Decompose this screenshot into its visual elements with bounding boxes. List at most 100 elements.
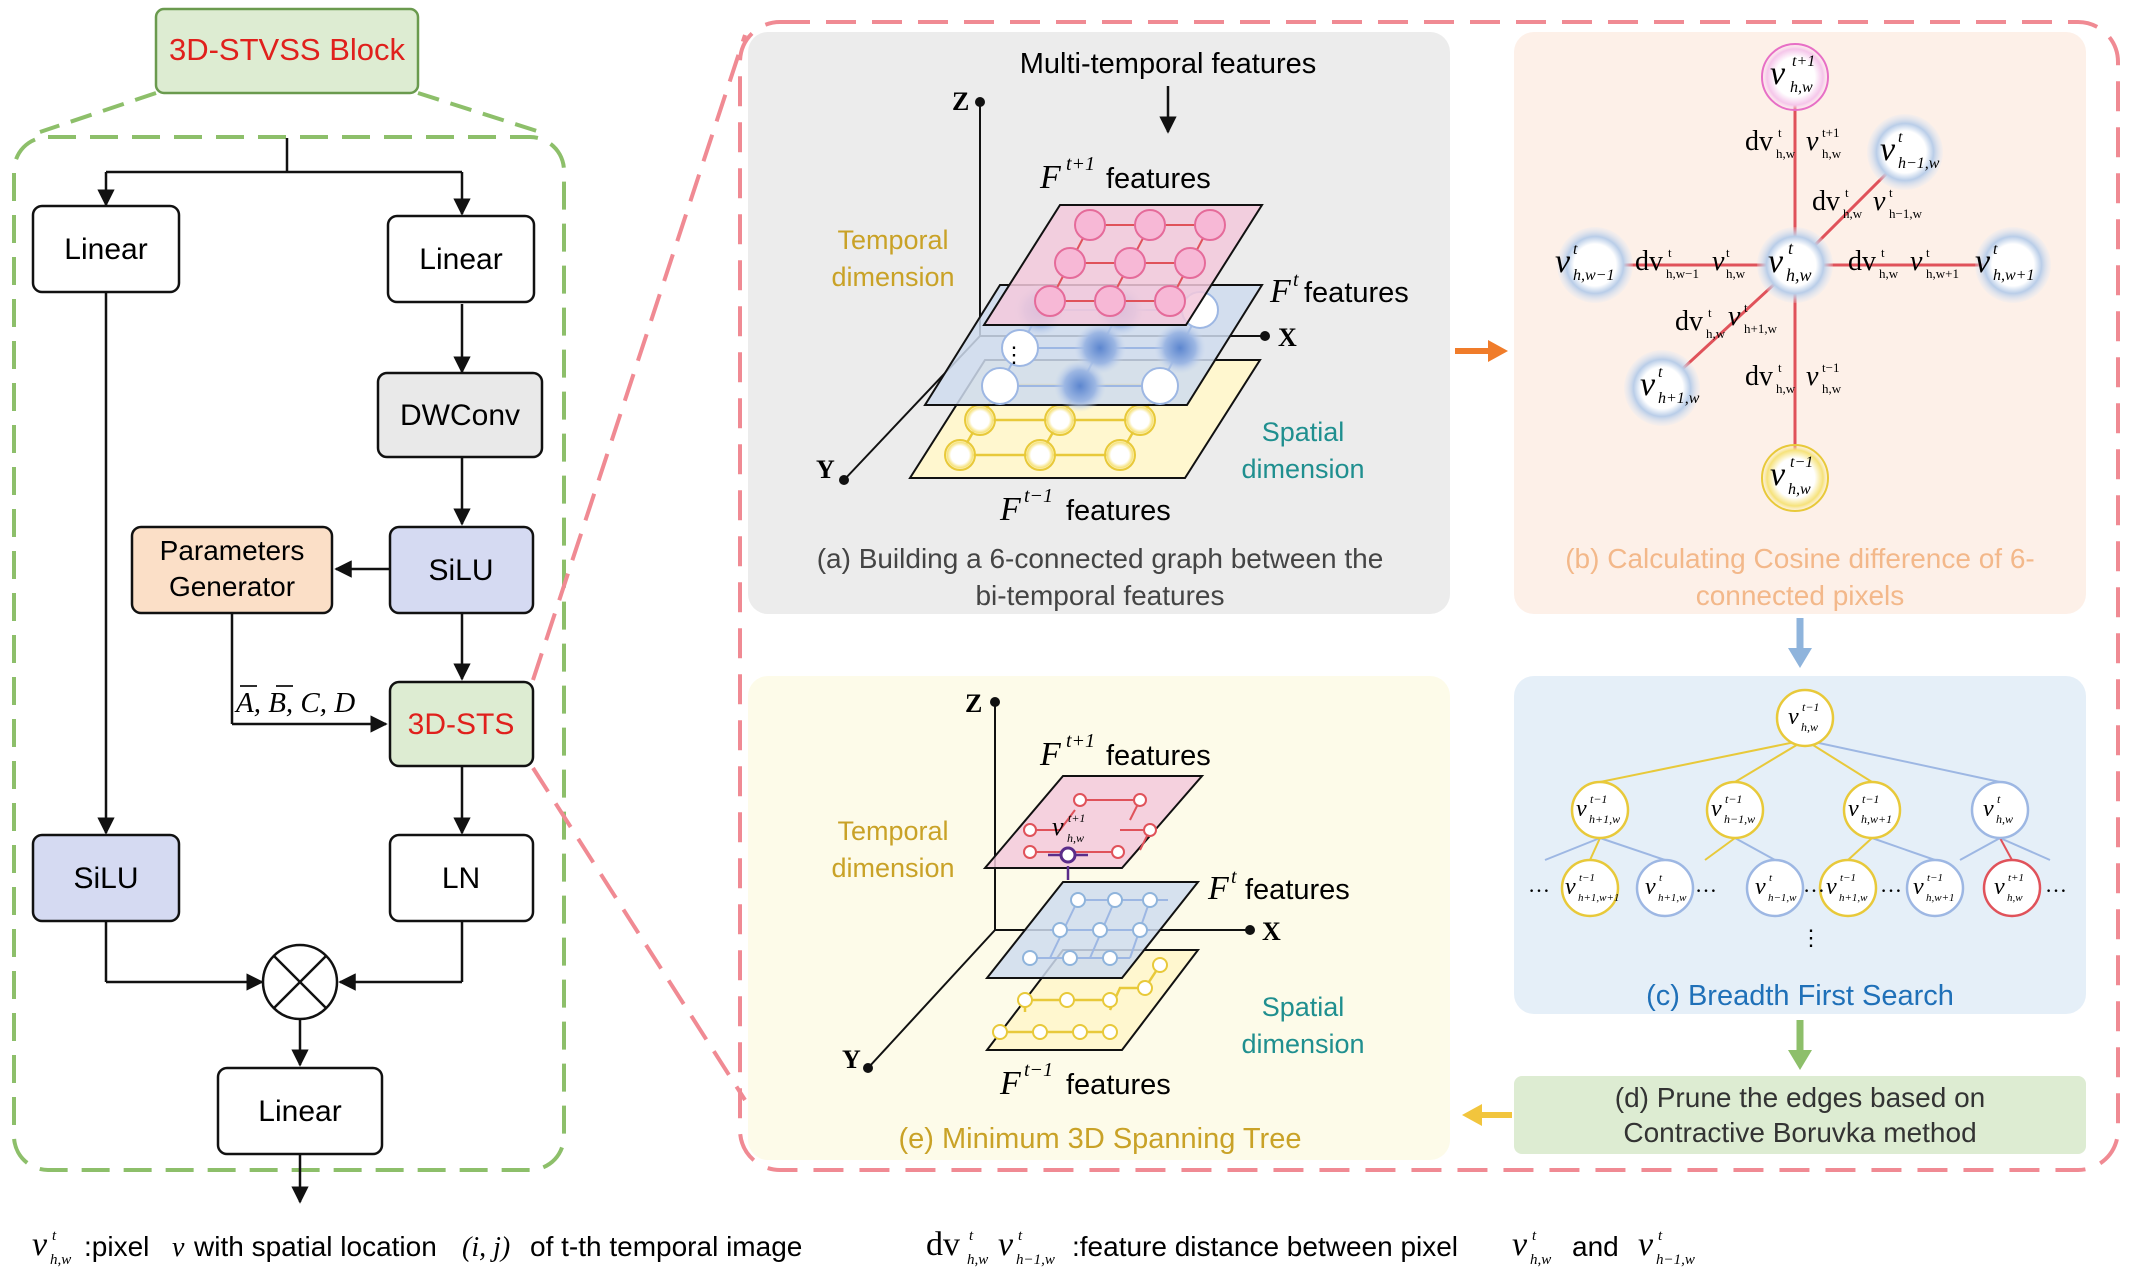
params-generator-box [130,525,334,615]
params-label: A, B, C, D [234,687,355,719]
arrow-b-to-c [1788,618,1812,668]
svg-text:t: t [1881,245,1885,260]
svg-text:…: … [1528,872,1550,897]
linear-right-label: Linear [419,243,502,276]
svg-text:v: v [1826,874,1837,900]
f-curr-sup-e: t [1231,866,1237,888]
svg-text:t−1: t−1 [1862,792,1879,806]
f-next-label: features [1106,163,1211,195]
panel-e-caption: (e) Minimum 3D Spanning Tree [899,1123,1302,1155]
svg-text:h+1,w: h+1,w [1658,390,1700,407]
panel-b-bg [1514,32,2086,614]
panel-a-caption-2: bi-temporal features [975,580,1224,611]
svg-text:v: v [1640,366,1656,403]
svg-text:h,w+1: h,w+1 [1993,267,2034,284]
svg-text:t+1: t+1 [1068,811,1085,825]
svg-text:h,w−1: h,w−1 [1666,266,1699,281]
svg-text:h,w: h,w [1822,146,1842,161]
svg-text:h,w−1: h,w−1 [1573,267,1614,284]
svg-text:h−1,w: h−1,w [1889,206,1923,221]
svg-text:h+1,w: h+1,w [1658,892,1687,904]
svg-text:t+1: t+1 [2008,872,2024,884]
silu-right-box [388,525,535,615]
panel-d-caption-2: Contractive Boruvka method [1623,1117,1976,1148]
sts-label: 3D-STS [408,708,515,741]
svg-text:v: v [1910,246,1923,277]
svg-text:v: v [998,1226,1014,1263]
svg-text:h,w: h,w [1801,720,1818,734]
svg-text:t: t [1769,872,1773,884]
spatial-label-e2: dimension [1241,1029,1364,1059]
spatial-label-e1: Spatial [1262,992,1345,1022]
svg-text:h−1,w: h−1,w [1656,1252,1695,1268]
svg-text:t+1: t+1 [1822,125,1839,140]
dwconv-label: DWConv [400,399,520,432]
f-next-label-e: features [1106,740,1211,772]
svg-text:v: v [1806,126,1819,157]
axis-y-label: Y [816,455,835,484]
svg-text:dv: dv [1848,246,1876,277]
f-prev-label-e: features [1066,1069,1171,1101]
f-prev-symbol-e: F [999,1065,1022,1102]
multi-temporal-label: Multi-temporal features [1020,48,1317,80]
svg-text:dv: dv [1675,306,1703,337]
linear-bottom-label: Linear [258,1095,341,1128]
svg-text:v: v [32,1226,48,1263]
node-w1 [1975,227,2051,303]
svg-text:v: v [1880,131,1896,168]
svg-text:h+1,w: h+1,w [1839,892,1868,904]
linear-bottom-box [216,1066,384,1156]
svg-text:t−1: t−1 [1840,872,1856,884]
svg-text:t−1: t−1 [1802,700,1819,714]
svg-text:v: v [1848,796,1859,822]
node-t1 [1761,43,1829,111]
svg-text:dv: dv [926,1226,960,1263]
svg-text:v: v [172,1232,185,1263]
svg-text:t: t [1658,364,1663,381]
block-title: 3D-STVSS Block [169,32,406,67]
spatial-label-1: Spatial [1262,417,1345,447]
svg-text:h,w: h,w [1530,1252,1551,1268]
svg-text:h−1,w: h−1,w [1724,812,1755,826]
linear-left-box [31,204,181,294]
svg-text:t: t [1573,241,1578,258]
svg-text:v: v [1645,874,1656,900]
f-next-symbol-e: F [1039,736,1062,773]
node-h-1 [1867,114,1943,190]
f-next-sup-e: t+1 [1066,730,1095,752]
svg-text:v: v [1728,301,1741,332]
panel-b-caption-2: connected pixels [1696,580,1905,611]
svg-text:h−1,w: h−1,w [1898,155,1940,172]
zoom-line-bottom [531,766,747,1102]
svg-text:h,w: h,w [50,1252,71,1268]
svg-text:v: v [1994,874,2005,900]
panel-c-bg [1514,676,2086,1014]
legend-pixel-b: with spatial location [193,1231,437,1262]
legend-dist-a: :feature distance between pixel [1072,1231,1458,1262]
panel-a: Multi-temporal features Z X Y Temporal d… [748,32,1450,614]
panel-c-caption: (c) Breadth First Search [1646,980,1954,1012]
svg-text:h,w: h,w [1726,266,1746,281]
svg-text:t: t [1778,360,1782,375]
svg-text:h,w: h,w [1776,381,1796,396]
f-curr-symbol: F [1269,273,1292,310]
svg-text:…: … [1695,872,1717,897]
panel-d-bg [1514,1076,2086,1154]
dots-a: ⋮ [1003,342,1025,367]
f-next-symbol: F [1039,159,1062,196]
f-prev-label: features [1066,495,1171,527]
svg-text:v: v [1555,243,1571,280]
node-center [1757,227,1833,303]
svg-text:h+1,w: h+1,w [1744,321,1778,336]
svg-text:dv: dv [1745,126,1773,157]
svg-text:t: t [1778,125,1782,140]
svg-text:v: v [1873,186,1886,217]
f-curr-symbol-e: F [1207,870,1230,907]
linear-right-box [386,214,536,304]
svg-text:t+1: t+1 [1792,53,1815,70]
svg-text:h,w: h,w [1996,812,2013,826]
block-diagram: 3D-STVSS Block Linear L [12,7,566,1204]
panel-d-caption-1: (d) Prune the edges based on [1615,1082,1985,1113]
svg-text:h,w+1: h,w+1 [1861,812,1892,826]
